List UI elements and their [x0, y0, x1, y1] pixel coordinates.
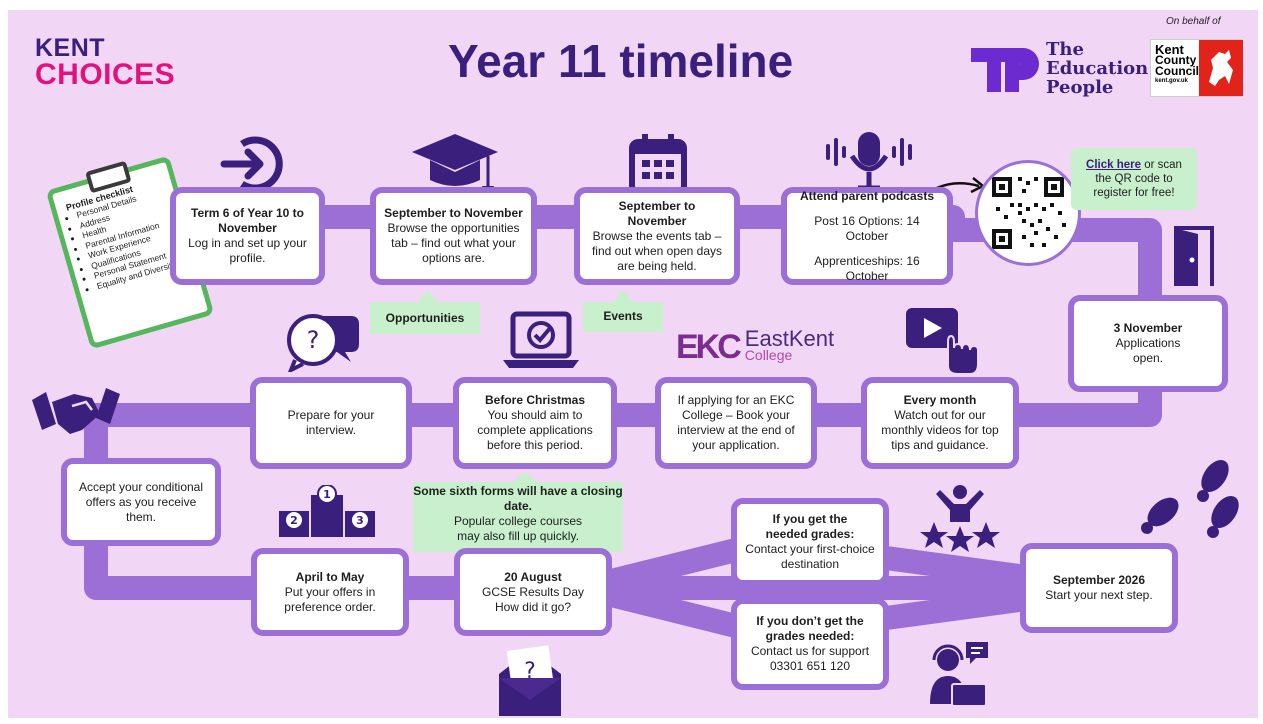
step-text: Accept your conditional offers as you re…	[78, 479, 204, 524]
step-got-grades-box: If you get the needed grades: Contact yo…	[731, 498, 889, 586]
step-title: September 2026	[1052, 573, 1146, 587]
step-text: How did it go?	[494, 599, 572, 614]
ekc-mark: EKC	[676, 328, 742, 366]
step-ekc-interview-box: If applying for an EKC College – Book yo…	[655, 377, 817, 469]
step-title: Term 6 of Year 10 to November	[191, 206, 304, 235]
step-april-may-box: April to May Put your offers in preferen…	[251, 548, 409, 636]
step-text: Prepare for your interview.	[287, 408, 375, 437]
step-title: Every month	[903, 393, 977, 407]
question-speech-bubbles-icon: ?	[287, 314, 359, 372]
kent-choices-logo: KENT CHOICES	[35, 34, 176, 91]
svg-text:?: ?	[307, 326, 320, 354]
login-icon	[220, 136, 283, 192]
step-text: Applications open.	[1115, 336, 1181, 365]
podium-icon: 2 1 3	[279, 485, 375, 537]
step-title: Before Christmas	[484, 393, 586, 407]
qr-pattern-icon	[992, 177, 1066, 249]
step-before-christmas-box: Before Christmas You should aim to compl…	[453, 377, 617, 469]
podcast-date-1: Post 16 Options: 14 October	[814, 213, 920, 243]
register-text: or scan the QR code to register for free…	[1093, 159, 1182, 199]
step-term6-box: Term 6 of Year 10 to November Log in and…	[170, 187, 325, 285]
podcast-date-2: Apprenticeships: 16 October	[814, 253, 920, 283]
step-text: Browse the events tab – find out when op…	[591, 228, 723, 273]
step-text: GCSE Results Day	[481, 584, 585, 599]
kcc-horse-icon	[1199, 40, 1243, 96]
svg-text:3: 3	[356, 514, 364, 527]
closing-date-bold: Some sixth forms will have a closing dat…	[413, 484, 623, 513]
handshake-icon	[32, 388, 120, 434]
closing-date-callout: Some sixth forms will have a closing dat…	[413, 484, 623, 550]
qr-register-callout: Click here or scan the QR code to regist…	[1071, 148, 1197, 210]
svg-text:?: ?	[524, 659, 536, 684]
opportunities-callout: Opportunities	[385, 311, 465, 325]
step-title: 3 November	[1113, 321, 1183, 335]
celebration-stars-icon	[920, 485, 1000, 552]
closing-date-callout-shape	[413, 472, 623, 552]
envelope-question-icon: ?	[499, 645, 561, 716]
step-text: Contact your first-choice destination	[745, 542, 875, 571]
step-september-2026-box: September 2026 Start your next step.	[1020, 543, 1178, 633]
svg-text:2: 2	[290, 514, 298, 527]
step-text: If applying for an EKC College – Book yo…	[677, 393, 795, 452]
ekc-line2: College	[744, 347, 793, 363]
step-prepare-interview-box: Prepare for your interview.	[250, 377, 412, 469]
step-events-box: September to November Browse the events …	[574, 187, 740, 285]
timeline-page: KENT CHOICES Year 11 timeline The Educat…	[8, 10, 1258, 718]
footsteps-icon	[1141, 459, 1239, 538]
step-results-day-box: 20 August GCSE Results Day How did it go…	[454, 548, 612, 636]
events-callout: Events	[603, 309, 643, 323]
page-title: Year 11 timeline	[448, 35, 794, 87]
step-not-got-grades-box: If you don’t get the grades needed: Cont…	[731, 598, 889, 690]
video-play-icon	[906, 308, 979, 375]
laptop-check-icon	[503, 311, 579, 368]
events-callout-shape	[583, 290, 663, 332]
step-title: If you don’t get the grades needed:	[756, 614, 864, 643]
step-text: Watch out for our monthly videos for top…	[881, 408, 999, 452]
education-people-logo	[971, 42, 1043, 99]
step-title: April to May	[295, 569, 365, 584]
register-link[interactable]: Click here	[1086, 159, 1142, 171]
step-text: Log in and set up your profile.	[188, 236, 307, 265]
step-text: You should aim to complete applications …	[477, 408, 593, 452]
step-text: Put your offers in preference order.	[284, 584, 376, 614]
step-title: September to November	[384, 206, 523, 220]
door-icon	[1174, 226, 1214, 286]
step-title: 20 August	[504, 569, 562, 584]
step-applications-open-box: 3 November Applications open.	[1068, 295, 1228, 392]
opportunities-callout-shape	[370, 290, 480, 334]
closing-date-text: Popular college courses may also fill up…	[453, 514, 583, 543]
podcast-microphone-icon	[826, 132, 912, 191]
support-text: Contact us for support	[750, 644, 870, 658]
step-podcasts-box: Attend parent podcasts Post 16 Options: …	[781, 187, 953, 285]
svg-text:1: 1	[323, 488, 331, 501]
step-text: Browse the opportunities tab – find out …	[387, 221, 520, 265]
headset-support-icon	[930, 642, 988, 707]
step-text: Start your next step.	[1045, 588, 1153, 602]
step-title: If you get the needed grades:	[765, 512, 855, 541]
on-behalf-label: On behalf of	[1166, 16, 1221, 27]
ekc-line1: EastKent	[744, 326, 835, 351]
step-accept-offers-box: Accept your conditional offers as you re…	[61, 458, 221, 546]
tep-mark-icon	[971, 48, 1039, 92]
step-opportunities-box: September to November Browse the opportu…	[370, 187, 537, 285]
qr-code[interactable]	[975, 160, 1081, 266]
kcc-logo: Kent County Council kent.gov.uk	[1150, 39, 1243, 97]
step-title: September to November	[618, 198, 696, 228]
step-title: Attend parent podcasts	[799, 188, 934, 203]
step-monthly-videos-box: Every month Watch out for our monthly vi…	[861, 377, 1019, 469]
ekc-logo: EKC EastKent College	[676, 326, 835, 366]
support-phone[interactable]: 03301 651 120	[769, 659, 851, 673]
tep-wordmark: The Education People	[1046, 39, 1149, 98]
